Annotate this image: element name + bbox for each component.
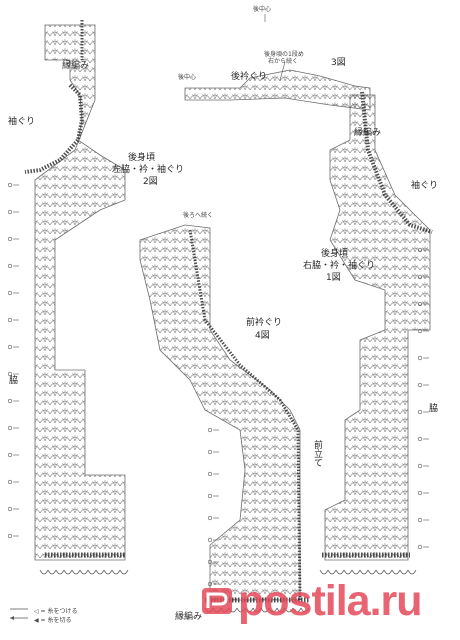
part1-figure: 1図 [326,273,341,283]
region-part2-left-back [34,24,126,561]
legend-cut: ◀ = 糸を切る [34,617,72,624]
row-marker-right [417,409,423,415]
scallop-border-right [319,569,417,575]
row-marker-left [7,236,13,242]
row-marker-center [207,449,213,455]
part2-title: 後身頃 [128,153,156,163]
row-marker-right [417,463,423,469]
row-marker-center [207,493,213,499]
row-marker-right [417,247,423,253]
scallop-border-left [39,569,129,575]
row-marker-left [7,398,13,404]
row-marker-left [7,209,13,215]
part2-figure: 2図 [143,177,158,187]
row-marker-right [417,436,423,442]
label-armhole-right: 袖ぐり [411,181,439,191]
row-marker-center [207,427,213,433]
note-leader-line [279,61,286,81]
label-back-center-2: 後中心 [178,74,197,81]
part4-title: 前衿ぐり [246,318,283,328]
edging-front-band [188,229,302,601]
part1-title: 後身頃 [321,249,349,259]
row-marker-right [417,544,423,550]
row-marker-center [207,581,213,587]
label-continue-to-back: 後ろへ続く [183,212,214,219]
row-marker-right [417,517,423,523]
label-ribbing-bottom: 縁編み [175,612,203,622]
row-marker-center [207,559,213,565]
row-marker-left [7,290,13,296]
row-marker-left [7,263,13,269]
row-marker-right [417,274,423,280]
part4-figure: 4図 [255,331,270,341]
watermark: postila.ru [238,577,423,625]
row-marker-left [7,533,13,539]
label-back-center-1: 後中心 [253,6,272,13]
label-armhole-left: 袖ぐり [8,117,36,127]
postila-logo-icon [202,588,232,614]
edging-armhole-left [24,83,85,174]
label-ribbing-top-left: 縁編み [62,61,90,71]
label-continue-note-2: 右から続く [268,58,299,65]
row-marker-left [7,479,13,485]
row-marker-center [207,537,213,543]
row-marker-left [7,371,13,377]
label-front-band: 前立て [312,440,322,467]
row-marker-right [417,490,423,496]
row-marker-left [7,182,13,188]
row-marker-left [7,452,13,458]
row-marker-right [417,355,423,361]
edging-armhole-right [360,91,433,234]
label-side-right: 脇 [429,404,439,414]
part3-figure: 3図 [331,58,346,68]
row-marker-right [417,328,423,334]
part1-subtitle: 右脇・衿・袖ぐり [303,261,376,271]
row-marker-left [7,344,13,350]
region-part4-front [139,224,301,601]
legend-cut-arrow [10,616,14,620]
row-marker-left [7,425,13,431]
label-ribbing-right: 縁編み [354,128,382,138]
label-continue-note-1: 後身頃の1段め [264,51,304,58]
legend-attach: ◁ = 糸をつける [34,608,78,615]
row-marker-center [207,515,213,521]
row-marker-right [417,382,423,388]
region-part3-collar [184,69,371,111]
label-side-left: 脇 [9,376,19,386]
part2-subtitle: 左脇・衿・袖ぐり [112,165,185,175]
region-part1-right-back [324,94,431,561]
row-marker-right [417,301,423,307]
row-marker-center [207,471,213,477]
row-marker-left [7,506,13,512]
part3-title: 後衿ぐり [231,72,268,82]
row-marker-left [7,317,13,323]
